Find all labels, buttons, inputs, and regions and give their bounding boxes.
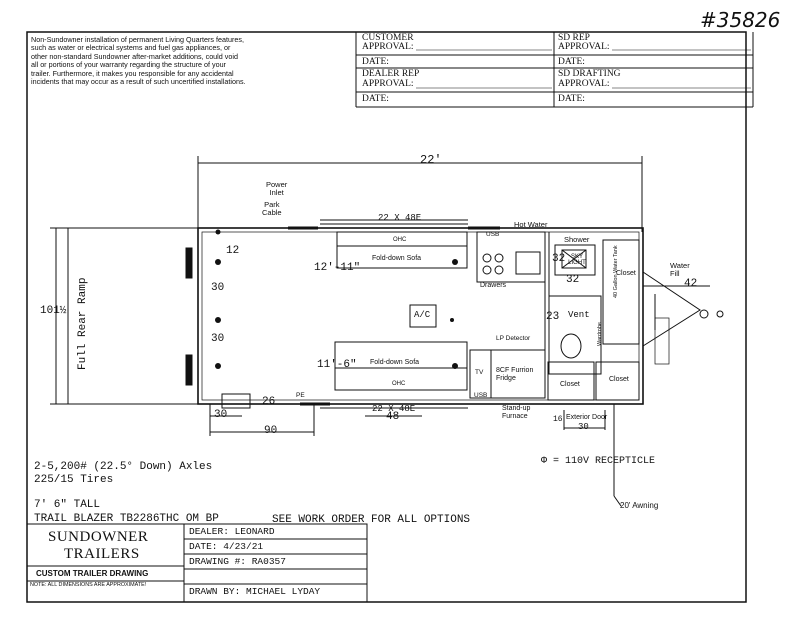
drawn-by-field: DRAWN BY: MICHAEL LYDAY <box>189 586 321 597</box>
dim-23: 23 <box>546 311 560 323</box>
sd-drafting-approval: APPROVAL: <box>558 79 610 89</box>
furnace-line2: Furnace <box>502 413 528 420</box>
sd-drafting-label: SD DRAFTING <box>558 69 621 79</box>
dim-11-6: 11'-6" <box>317 359 357 371</box>
power-inlet-line2: Inlet <box>269 188 284 197</box>
date-field: DATE: 4/23/21 <box>189 541 264 552</box>
ohc-top: OHC <box>393 237 407 243</box>
notice-line: trailer. Furthermore, it makes you respo… <box>31 68 234 78</box>
sofa-top-label: Fold-down Sofa <box>372 255 422 262</box>
dim-32b: 32 <box>566 274 580 286</box>
dim-90: 90 <box>264 425 278 437</box>
dim-30a: 30 <box>211 282 225 294</box>
notice-line: all or portions of your warranty regardi… <box>31 60 226 70</box>
vent-label: Vent <box>568 310 590 320</box>
job-number: #35826 <box>700 8 781 32</box>
tires-spec: 225/15 Tires <box>34 474 114 486</box>
overall-length: 22' <box>420 153 442 167</box>
standup-furnace-label: Stand-up Furnace <box>502 405 530 421</box>
sd-rep-label: SD REP <box>558 33 590 43</box>
sd-rep-approval: APPROVAL: <box>558 42 610 52</box>
power-inlet-label: Power Inlet <box>266 181 287 197</box>
customer-label: CUSTOMER <box>362 33 414 43</box>
hot-water-label: Hot Water <box>514 220 548 229</box>
dim-30d: 30 <box>578 422 589 432</box>
dim-12-11: 12'-11" <box>314 262 361 274</box>
closet-top-label: Closet <box>616 270 636 277</box>
water-fill-label: Water Fill <box>670 262 690 278</box>
dealer-rep-label: DEALER REP <box>362 69 420 79</box>
company-name-line2: TRAILERS <box>64 546 140 562</box>
window-top-size: 22 X 48E <box>378 213 422 223</box>
water-fill-line1: Water <box>670 261 690 270</box>
water-fill-line2: Fill <box>670 269 680 278</box>
ac-label: A/C <box>414 310 431 320</box>
dim-30b: 30 <box>211 333 225 345</box>
usb-top: USB <box>486 231 500 238</box>
rear-width: 101½ <box>40 305 67 317</box>
usb-bottom: USB <box>474 392 488 399</box>
park-cable-line1: Park <box>264 200 280 209</box>
closet-left-label: Closet <box>560 381 580 388</box>
park-cable-line2: Cable <box>262 208 282 217</box>
sofa-bottom-label: Fold-down Sofa <box>370 359 420 366</box>
dealer-rep-approval: APPROVAL: <box>362 79 414 89</box>
customer-approval: APPROVAL: <box>362 42 414 52</box>
fridge-line2: Fridge <box>496 375 516 382</box>
dealer-rep-date: DATE: <box>362 94 389 104</box>
height-spec: 7' 6" TALL <box>34 499 101 511</box>
see-work-order: SEE WORK ORDER FOR ALL OPTIONS <box>272 514 471 526</box>
sd-rep-date: DATE: <box>558 57 585 67</box>
awning-label: 20' Awning <box>620 501 659 510</box>
dim-12: 12 <box>226 245 240 257</box>
drawing-type: CUSTOM TRAILER DRAWING <box>36 569 149 578</box>
fridge-line1: 8CF Furrion <box>496 367 534 374</box>
model-spec: TRAIL BLAZER TB2286THC OM BP <box>34 513 219 525</box>
dimension-note: NOTE: ALL DIMENSIONS ARE APPROXIMATE! <box>30 582 147 588</box>
window-bottom-size: 22 X 48E <box>372 404 416 414</box>
ohc-bottom: OHC <box>392 381 406 387</box>
sd-drafting-date: DATE: <box>558 94 585 104</box>
warranty-notice: Non-Sundowner installation of permanent … <box>31 35 356 87</box>
dim-42: 42 <box>684 278 698 290</box>
dim-32a: 32 <box>552 253 566 265</box>
lp-detector-label: LP Detector <box>496 335 531 342</box>
furnace-line1: Stand-up <box>502 405 531 412</box>
receptacle-legend: Φ = 110V RECEPTICLE <box>541 456 656 467</box>
park-cable-label: Park Cable <box>262 201 282 217</box>
notice-line: such as water or electrical systems and … <box>31 43 231 53</box>
drawing-number-field: DRAWING #: RA0357 <box>189 556 286 567</box>
company-name-line1: SUNDOWNER <box>48 529 149 545</box>
shower-label: Shower <box>564 235 590 244</box>
customer-date: DATE: <box>362 57 389 67</box>
sky-light-label: SKY LIGHT <box>568 254 586 266</box>
dim-26: 26 <box>262 396 276 408</box>
dim-30c: 30 <box>214 409 228 421</box>
notice-line: incidents that may occur as a result of … <box>31 77 246 87</box>
tv-label: TV <box>475 369 484 376</box>
notice-line: Non-Sundowner installation of permanent … <box>31 35 244 44</box>
dim-48: 48 <box>386 411 400 423</box>
pe-label: PE <box>296 392 305 399</box>
fridge-label: 8CF Furrion Fridge <box>496 367 533 383</box>
notice-line: other non-standard Sundowner after-marke… <box>31 51 238 61</box>
closet-right-label: Closet <box>609 376 629 383</box>
axles-spec: 2-5,200# (22.5° Down) Axles <box>34 461 213 473</box>
dim-16: 16 <box>553 415 563 424</box>
power-inlet-line1: Power <box>266 180 288 189</box>
dealer-field: DEALER: LEONARD <box>189 526 275 537</box>
drawers-label: Drawers <box>480 282 507 289</box>
exterior-door-label: Exterior Door <box>566 414 608 421</box>
